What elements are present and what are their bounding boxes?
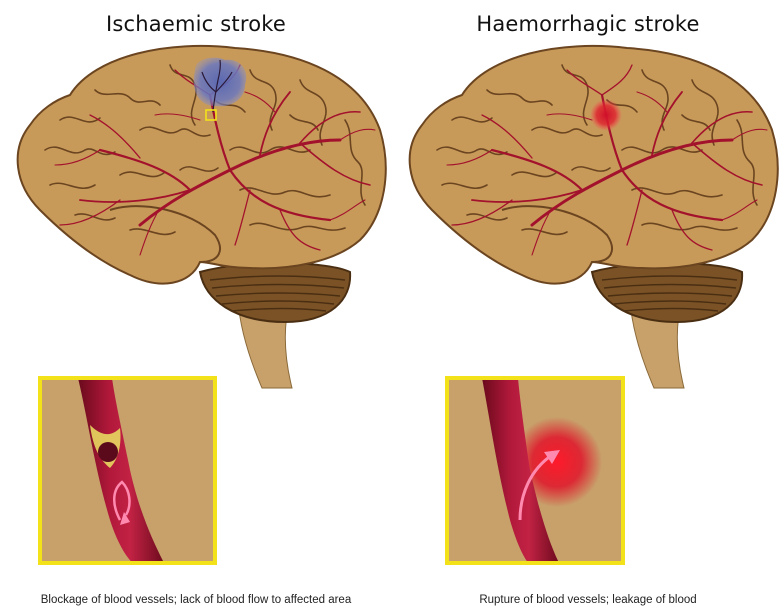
ischaemic-inset <box>40 378 215 565</box>
ischaemic-panel: Ischaemic stroke <box>0 0 392 613</box>
ischaemic-caption: Blockage of blood vessels; lack of blood… <box>0 594 392 606</box>
haemorrhagic-caption: Rupture of blood vessels; leakage of blo… <box>392 594 784 606</box>
haemorrhagic-panel: Haemorrhagic stroke Rupture of blood ves… <box>392 0 784 613</box>
haemorrhagic-inset <box>447 378 623 565</box>
ischaemic-illustration <box>0 0 392 613</box>
haemorrhage-spot <box>590 99 622 131</box>
haemorrhagic-illustration <box>392 0 784 613</box>
brain-illustration <box>410 46 778 388</box>
